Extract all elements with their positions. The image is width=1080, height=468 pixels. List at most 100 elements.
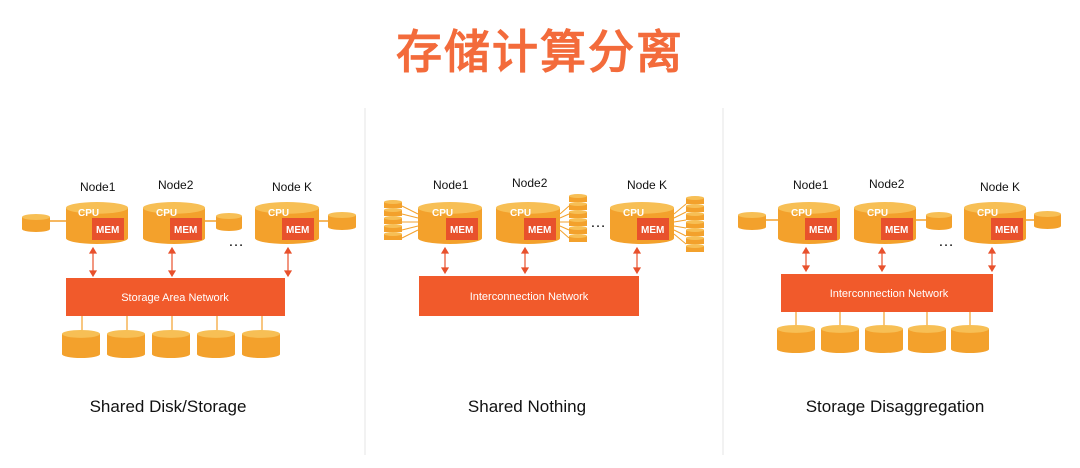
ellipsis: …	[938, 233, 954, 250]
cpu-label: CPU	[510, 208, 531, 219]
ellipsis: …	[228, 233, 244, 250]
network-label: Storage Area Network	[121, 292, 229, 304]
stack-disk	[569, 228, 587, 234]
disk-icon	[328, 212, 356, 230]
stack-disk	[686, 230, 704, 236]
network-label: Interconnection Network	[470, 291, 589, 303]
cylinder-top	[908, 325, 946, 333]
cylinder-body	[951, 328, 989, 353]
stack-disk	[569, 236, 587, 242]
disk-icon	[62, 330, 100, 358]
stack-disk	[569, 220, 587, 226]
cylinder-body	[152, 333, 190, 358]
stack-disk	[384, 210, 402, 216]
cylinder-top	[255, 202, 319, 214]
stack-disk-top	[384, 224, 402, 228]
panel-caption: Shared Nothing	[468, 397, 586, 416]
cylinder-top	[242, 330, 280, 338]
cylinder-top	[854, 202, 916, 214]
node-label: Node K	[627, 178, 667, 192]
cylinder-top	[821, 325, 859, 333]
network-bar	[419, 276, 639, 316]
stack-disk-top	[384, 232, 402, 236]
cylinder-body	[865, 328, 903, 353]
disk-stack-icon	[569, 194, 587, 242]
mem-box	[991, 218, 1023, 240]
stack-disk	[384, 226, 402, 232]
cpu-label: CPU	[268, 208, 289, 219]
cpu-label: CPU	[977, 208, 998, 219]
disk-icon	[908, 325, 946, 353]
cylinder-top	[610, 202, 674, 214]
mem-box	[881, 218, 913, 240]
stack-disk	[384, 218, 402, 224]
cylinder-body	[197, 333, 236, 358]
panel-caption: Shared Disk/Storage	[90, 397, 247, 416]
connector	[559, 205, 570, 239]
cylinder-top	[865, 325, 903, 333]
disk-icon	[865, 325, 903, 353]
disk-icon	[242, 330, 280, 358]
panel-shared-nothing: Node1 CPU MEM Node2 CPU MEM … Node K CPU…	[384, 176, 704, 416]
cpu-label: CPU	[623, 208, 644, 219]
cylinder-body	[107, 333, 145, 358]
cylinder-top	[62, 330, 100, 338]
stack-disk-top	[569, 202, 587, 206]
cylinder-top	[738, 212, 766, 218]
stack-disk-top	[569, 194, 587, 198]
mem-label: MEM	[286, 225, 309, 236]
disk-stack-icon	[686, 196, 704, 252]
mem-label: MEM	[641, 225, 664, 236]
disk-icon	[951, 325, 989, 353]
mem-box	[805, 218, 837, 240]
network-label: Interconnection Network	[830, 288, 949, 300]
cylinder-body	[777, 328, 815, 353]
mem-label: MEM	[528, 225, 551, 236]
panel-storage-disaggregation: Node1 CPU MEM Node2 CPU MEM … Node K CPU…	[738, 177, 1061, 416]
mem-label: MEM	[96, 225, 119, 236]
cylinder-top	[197, 330, 235, 338]
disk-stack-icon	[384, 200, 402, 240]
stack-disk-top	[569, 234, 587, 238]
stack-disk	[686, 206, 704, 212]
cylinder-body	[738, 215, 766, 230]
page-title: 存储计算分离	[396, 25, 684, 79]
connector	[795, 312, 971, 326]
cylinder-body	[216, 216, 242, 231]
mem-box	[92, 218, 124, 240]
panel-caption: Storage Disaggregation	[806, 397, 985, 416]
connector	[673, 203, 687, 245]
disk-icon	[197, 330, 236, 358]
cylinder-top	[777, 325, 815, 333]
cylinder-top	[66, 202, 128, 214]
cylinder-top	[926, 212, 952, 218]
mem-box	[170, 218, 202, 240]
cylinder-body	[926, 215, 952, 230]
disk-icon	[926, 212, 952, 230]
cylinder-top	[22, 214, 50, 220]
mem-box	[446, 218, 478, 240]
arrow	[801, 246, 997, 273]
mem-box	[637, 218, 669, 240]
stack-disk	[569, 212, 587, 218]
stack-disk	[686, 246, 704, 252]
ellipsis: …	[590, 214, 606, 231]
stack-disk-top	[686, 236, 704, 240]
cylinder-top	[496, 202, 560, 214]
stack-disk-top	[384, 216, 402, 220]
cylinder-top	[951, 325, 989, 333]
stack-disk-top	[569, 210, 587, 214]
disk-icon	[107, 330, 145, 358]
stack-disk-top	[686, 204, 704, 208]
cpu-label: CPU	[78, 208, 99, 219]
stack-disk-top	[686, 212, 704, 216]
cylinder-top	[216, 213, 242, 219]
stack-disk	[384, 234, 402, 240]
cpu-label: CPU	[156, 208, 177, 219]
cylinder-body	[908, 328, 946, 353]
stack-disk	[686, 198, 704, 204]
stack-disk	[686, 222, 704, 228]
mem-label: MEM	[995, 225, 1018, 236]
node-label: Node1	[793, 178, 829, 192]
